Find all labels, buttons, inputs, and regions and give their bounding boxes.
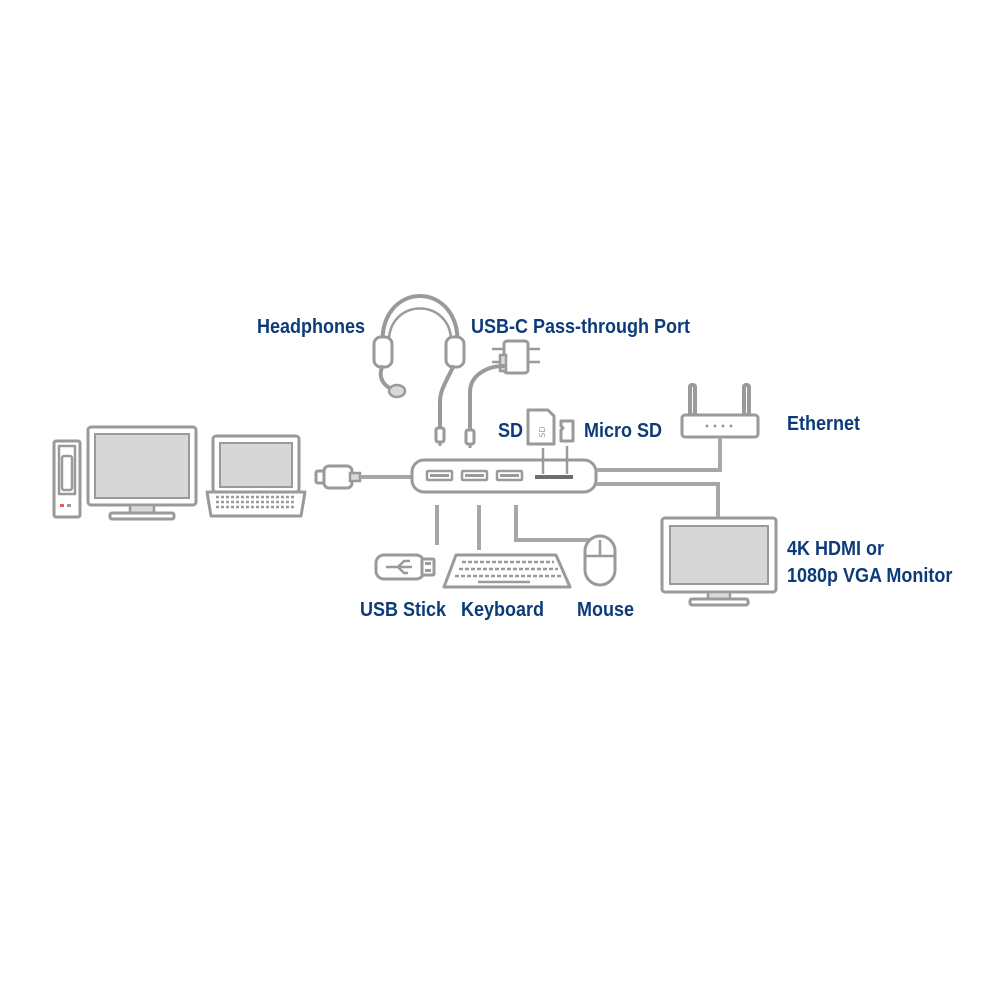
desktop-tower-icon (52, 439, 82, 519)
desktop-monitor-icon (86, 425, 198, 521)
mouse-label: Mouse (577, 599, 635, 621)
external-monitor-icon (596, 482, 778, 607)
ethernet-label: Ethernet (787, 413, 861, 435)
usb-stick-icon (374, 505, 439, 581)
keyboard-label: Keyboard (461, 599, 545, 621)
keyboard-icon (442, 505, 572, 589)
mouse-icon (514, 505, 617, 587)
monitor-label-line1: 4K HDMI or (787, 538, 885, 560)
micro-sd-label: Micro SD (584, 420, 663, 442)
svg-text:SD: SD (538, 426, 547, 437)
router-icon (596, 383, 760, 472)
laptop-icon (205, 434, 307, 518)
power-adapter-icon (464, 339, 540, 448)
usb-stick-label: USB Stick (360, 599, 447, 621)
headphones-label: Headphones (257, 316, 366, 338)
usb-hub-icon (410, 458, 598, 494)
sd-card-icon: SD (526, 408, 556, 474)
micro-sd-card-icon (559, 419, 575, 474)
sd-label: SD (498, 420, 524, 442)
monitor-label-line2: 1080p VGA Monitor (787, 565, 953, 587)
headphones-icon (372, 294, 466, 446)
usbc-pass-through-label: USB-C Pass-through Port (471, 316, 691, 338)
usbc-host-cable (314, 464, 412, 490)
